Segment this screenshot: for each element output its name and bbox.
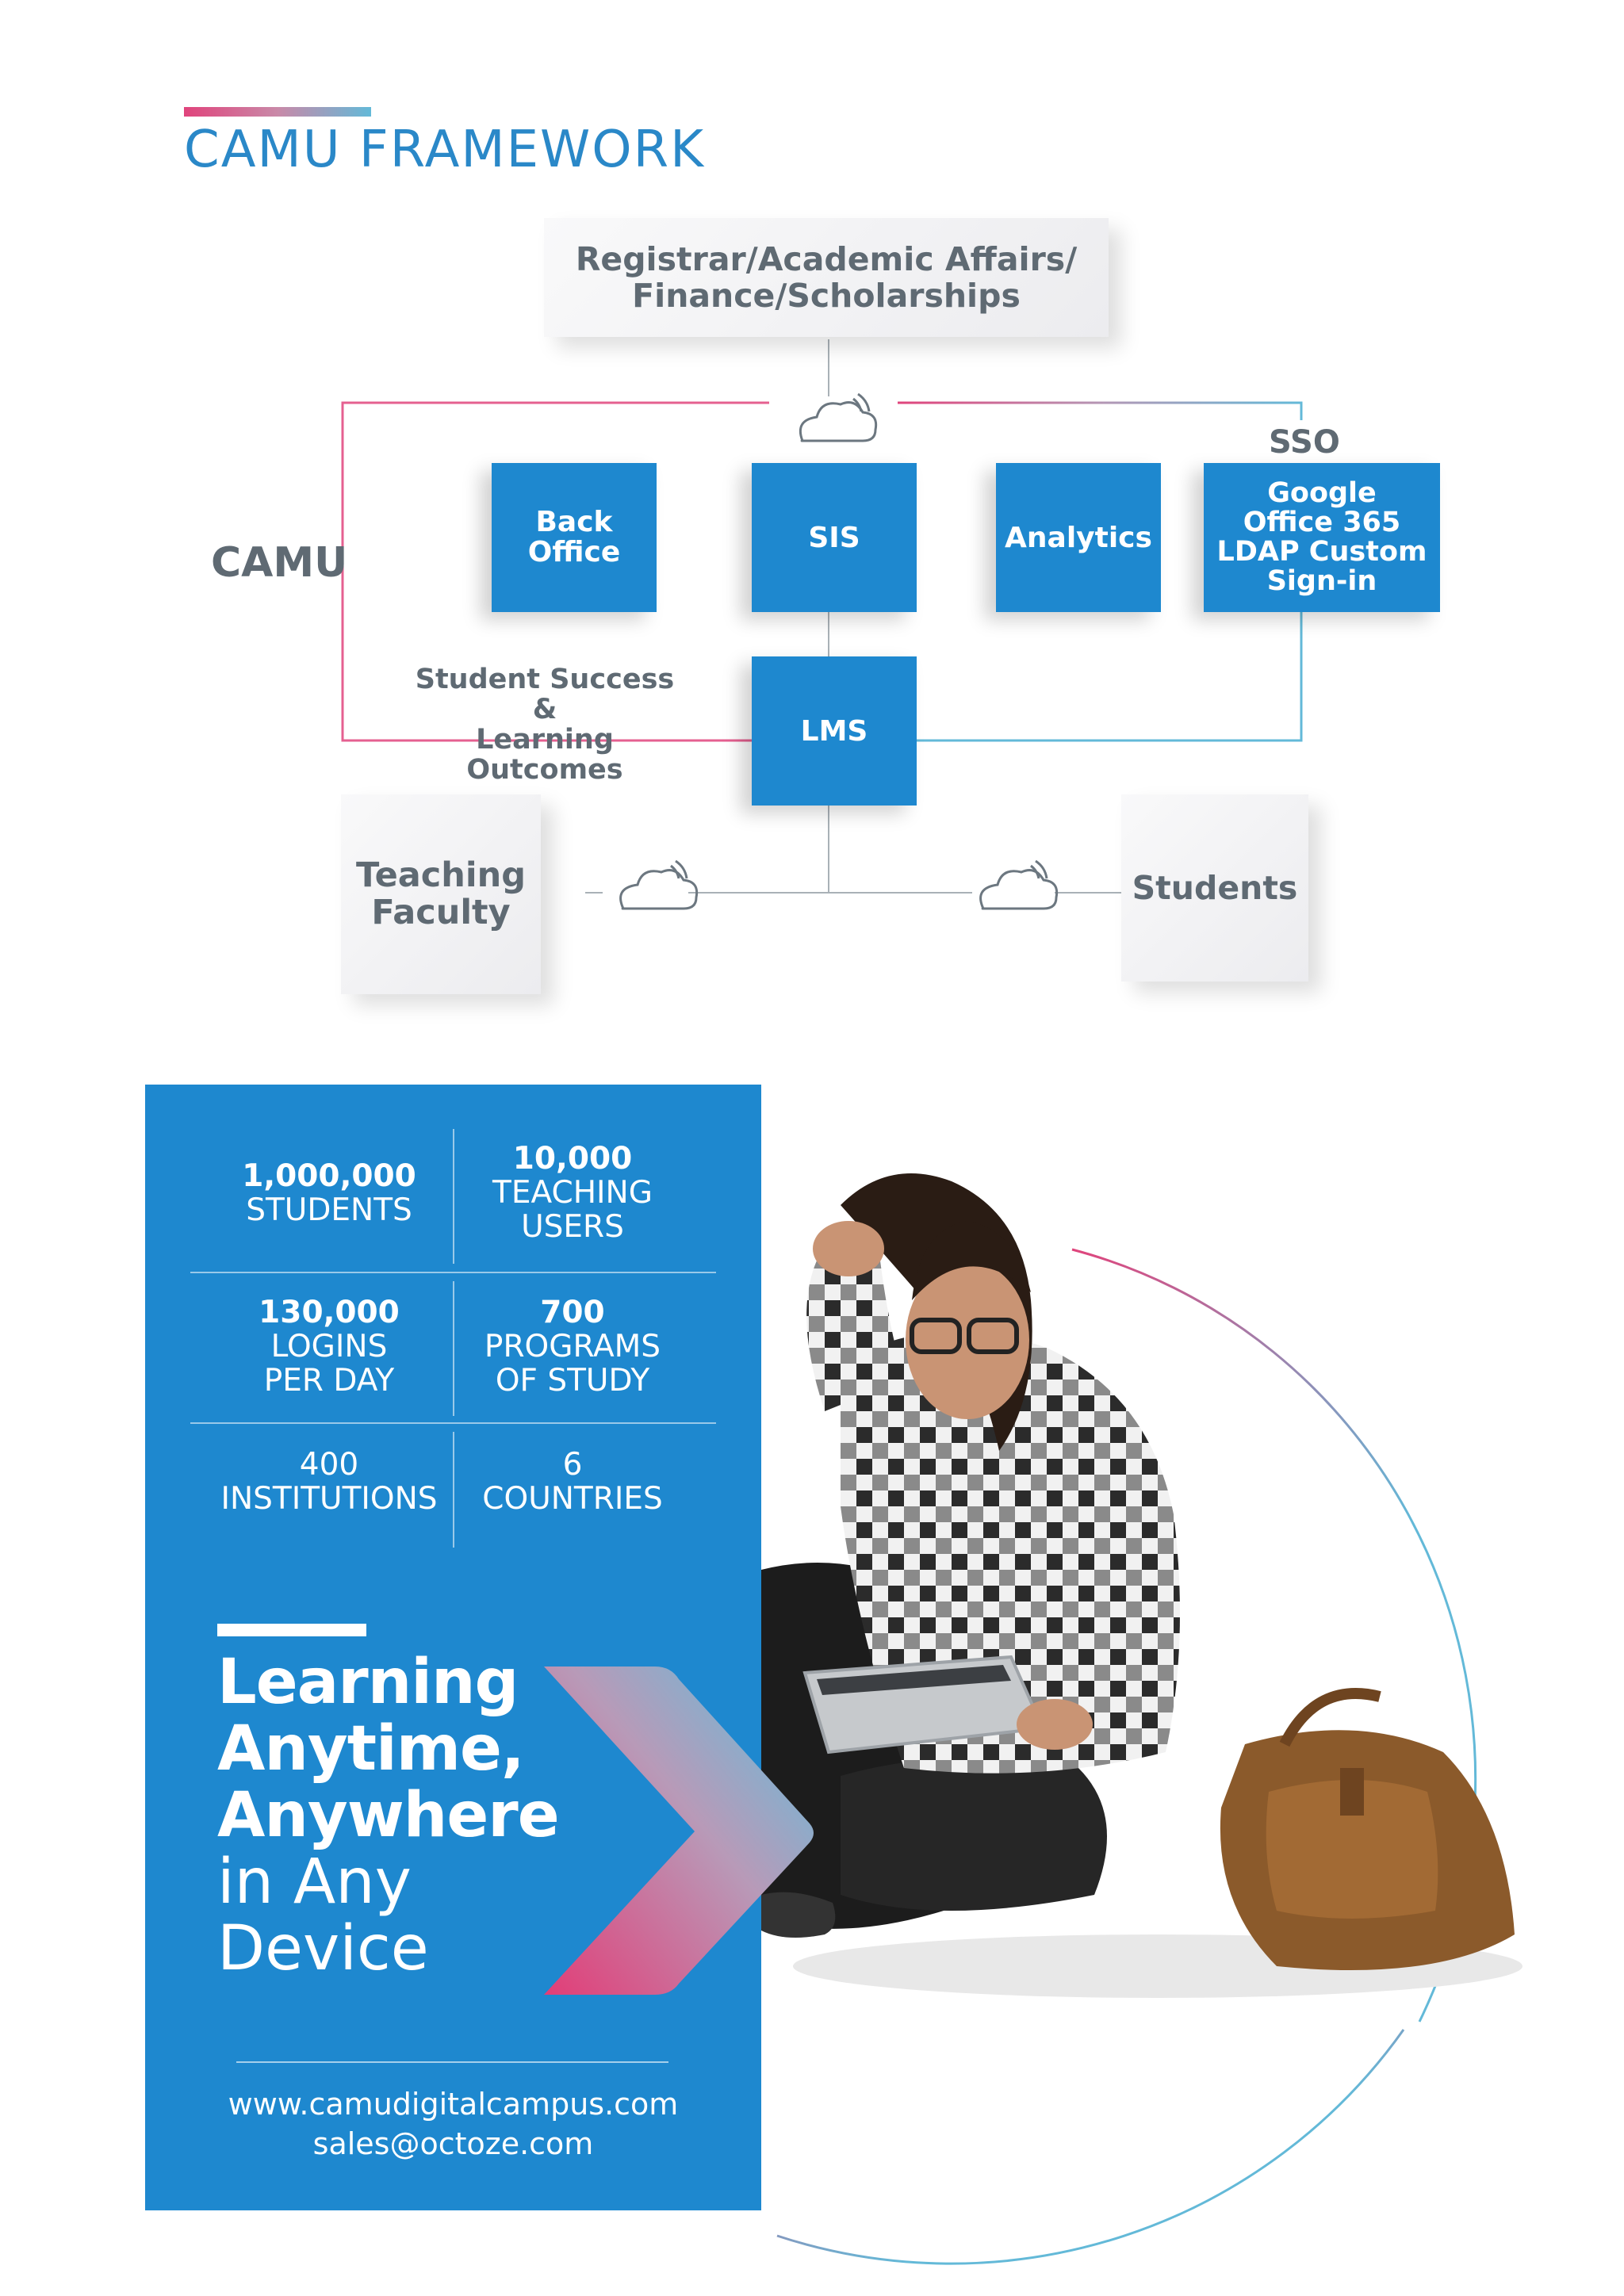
stat-number: 700 <box>540 1295 605 1330</box>
headline-line: Anywhere <box>217 1780 560 1851</box>
headline-line: Anytime, <box>217 1713 525 1785</box>
email-link[interactable]: sales@octoze.com <box>312 2126 594 2161</box>
stat-number: 400 <box>299 1447 359 1483</box>
teaching-faculty-box: Teaching Faculty <box>341 794 541 994</box>
stat-students: 1,000,000 STUDENTS <box>206 1159 452 1227</box>
cloud-icon <box>619 859 699 910</box>
stat-programs: 700 PROGRAMS OF STUDY <box>454 1295 691 1398</box>
footer-divider <box>236 2061 668 2063</box>
headline-line: Device <box>217 1913 429 1984</box>
cloud-icon <box>799 392 878 442</box>
back-office-box: Back Office <box>492 463 657 612</box>
stat-number: 10,000 <box>512 1141 633 1177</box>
stats-divider-v1 <box>453 1129 454 1264</box>
stat-label: COUNTRIES <box>482 1481 663 1517</box>
student-success-label: Student Success & Learning Outcomes <box>415 664 675 786</box>
stat-label: PROGRAMS OF STUDY <box>484 1329 661 1399</box>
stat-label: STUDENTS <box>246 1192 412 1228</box>
website-link[interactable]: www.camudigitalcampus.com <box>228 2087 679 2122</box>
sso-providers-box: Google Office 365 LDAP Custom Sign-in <box>1204 463 1440 612</box>
stat-label: INSTITUTIONS <box>220 1481 438 1517</box>
stat-label: TEACHING USERS <box>492 1175 653 1245</box>
stat-countries: 6 COUNTRIES <box>454 1448 691 1516</box>
title-accent-bar <box>184 107 371 117</box>
stat-teaching-users: 10,000 TEACHING USERS <box>454 1142 691 1244</box>
registrar-box: Registrar/Academic Affairs/ Finance/Scho… <box>544 218 1109 337</box>
analytics-box: Analytics <box>996 463 1161 612</box>
framework-connectors <box>341 339 1303 910</box>
chevron-arrow-icon <box>544 1667 814 1995</box>
stats-divider-h2 <box>190 1422 716 1424</box>
stat-number: 1,000,000 <box>242 1158 416 1194</box>
sis-box: SIS <box>752 463 917 612</box>
stat-label: LOGINS PER DAY <box>263 1329 395 1399</box>
sso-label: SSO <box>1269 424 1340 461</box>
stat-number: 6 <box>562 1447 583 1483</box>
stat-institutions: 400 INSTITUTIONS <box>206 1448 452 1516</box>
headline: Learning Anytime, Anywhere in Any Device <box>217 1649 566 1982</box>
stat-number: 130,000 <box>259 1295 400 1330</box>
headline-accent-bar <box>217 1624 366 1636</box>
stat-logins: 130,000 LOGINS PER DAY <box>206 1295 452 1398</box>
lms-box: LMS <box>752 656 917 806</box>
cloud-icon <box>979 859 1059 910</box>
headline-line: Learning <box>217 1647 519 1718</box>
camu-label: CAMU <box>211 539 348 587</box>
stats-divider-v3 <box>453 1432 454 1548</box>
stats-divider-h1 <box>190 1272 716 1273</box>
headline-line: in Any <box>217 1846 412 1918</box>
section-title: CAMU FRAMEWORK <box>184 121 706 179</box>
stats-divider-v2 <box>453 1281 454 1416</box>
students-box: Students <box>1121 794 1308 982</box>
